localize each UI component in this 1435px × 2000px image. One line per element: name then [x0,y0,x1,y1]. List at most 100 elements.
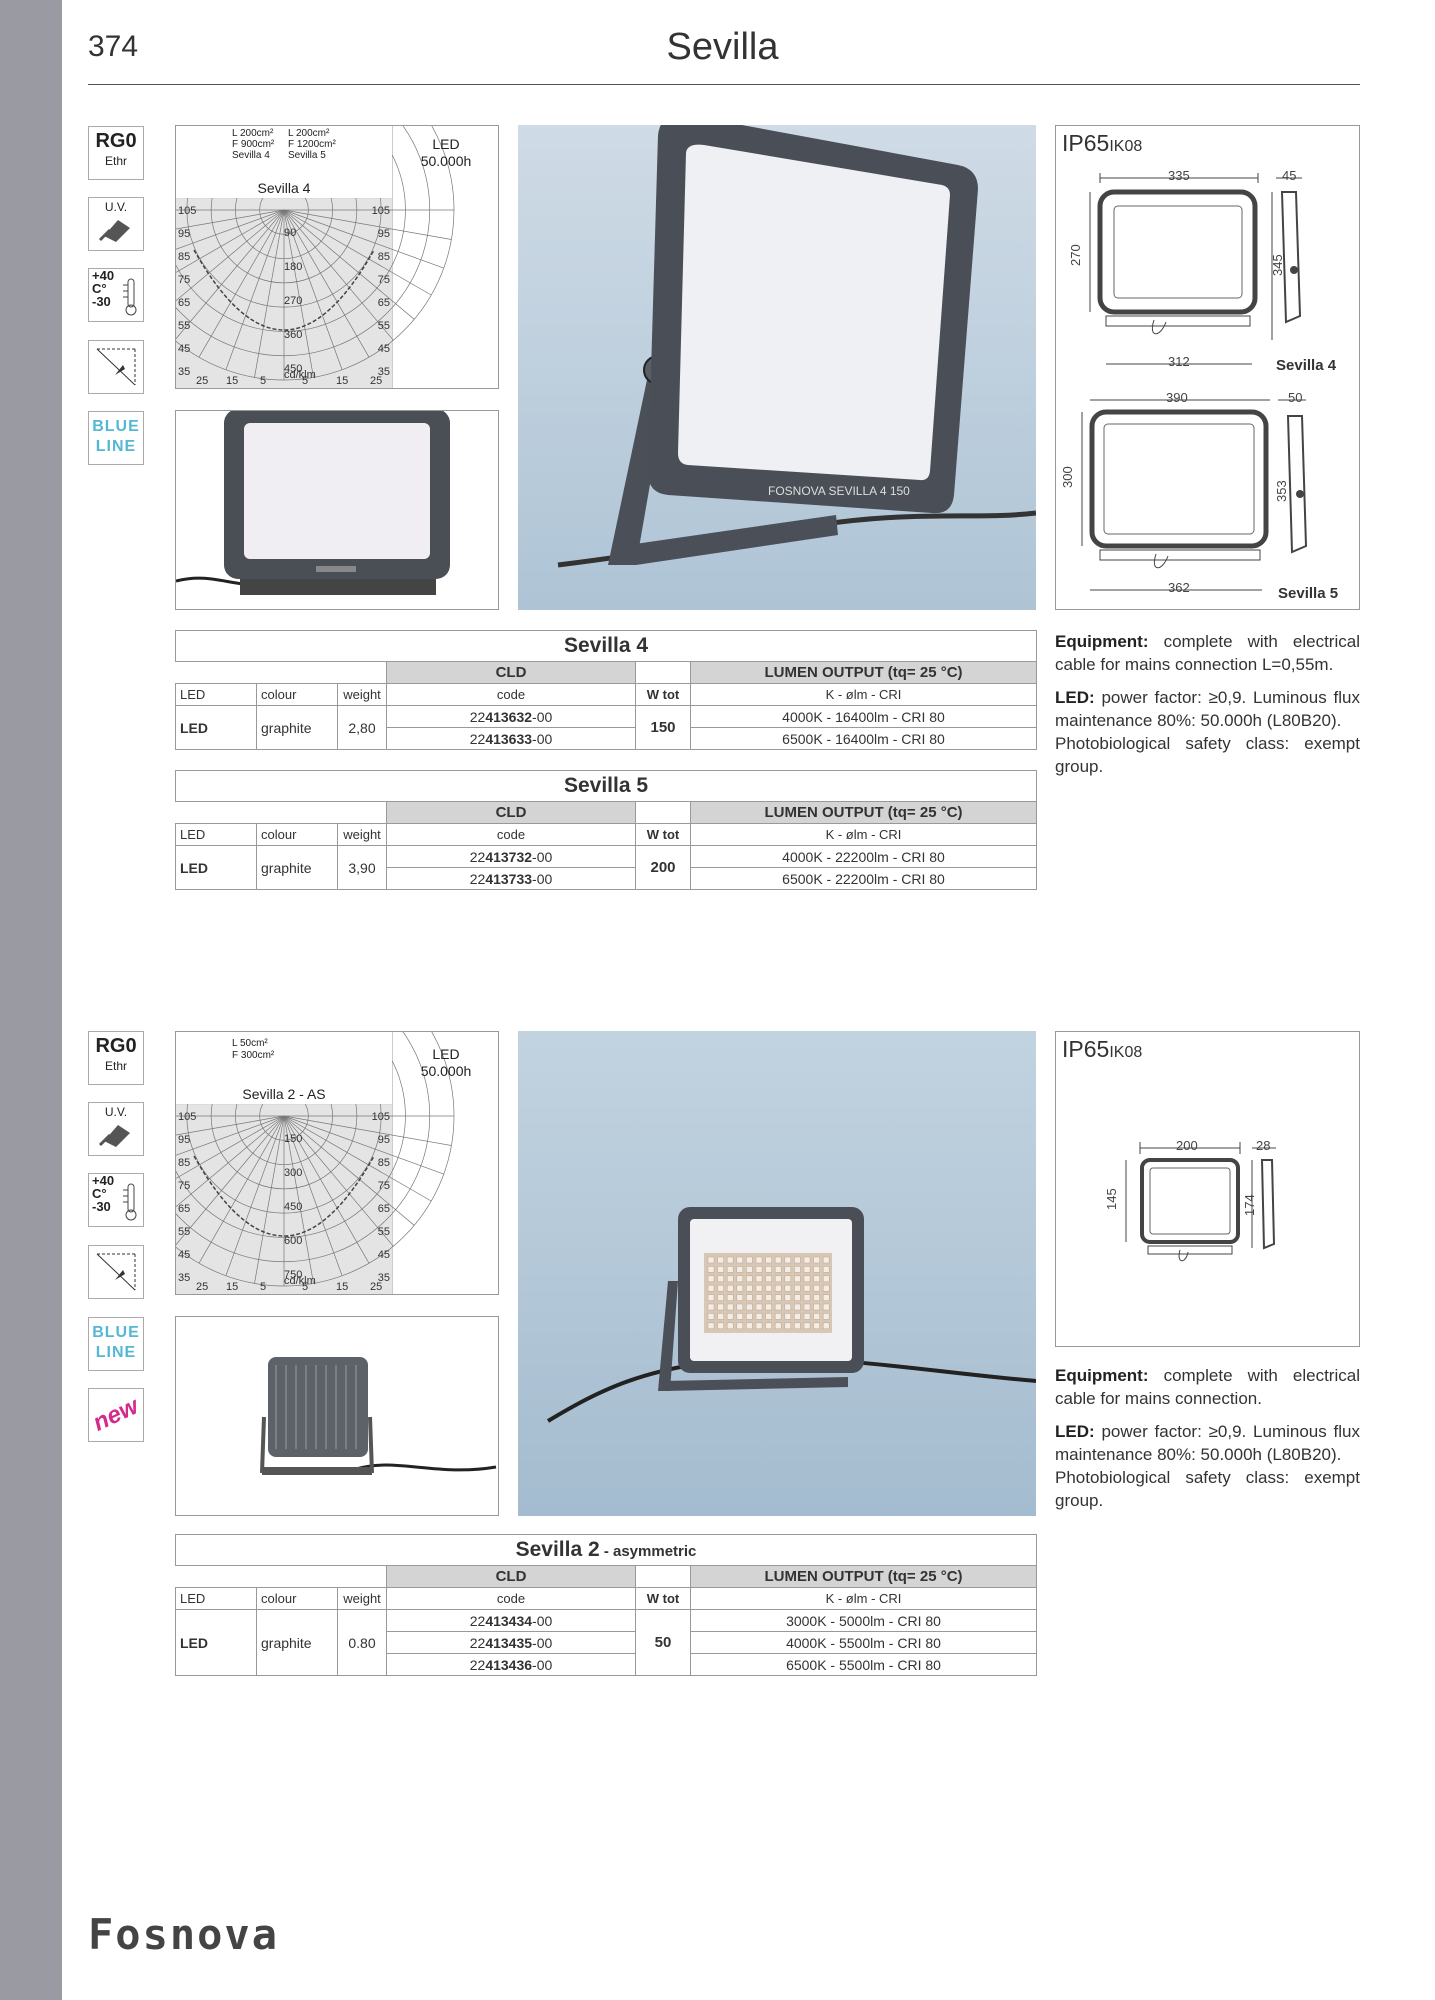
lumen-cell: 6500K - 22200lm - CRI 80 [690,867,1037,890]
dimension-drawing-1: 335 270 45 345 312 Sevilla 4 390 300 50 … [1060,168,1338,602]
header-rule [88,84,1360,85]
angle-label-right: 45 [378,1249,390,1261]
led-life: 50.000h [420,1063,472,1079]
dim-depth: 28 [1256,1138,1270,1153]
dim-base-b: 362 [1168,580,1190,595]
floodlight-front-image [176,411,450,595]
weight-cell: 3,90 [337,845,387,890]
diagram-title-1: Sevilla 4 [257,180,311,196]
angle-label-right: 35 [378,1272,390,1284]
intensity-label: 180 [284,261,302,273]
angle-label-left: 45 [178,343,190,355]
angle-label-bottom: 15 [226,375,238,387]
angle-label-right: 65 [378,1203,390,1215]
uv-icon: U.V. [88,1102,144,1156]
angle-label-left: 65 [178,297,190,309]
intensity-label: 360 [284,329,302,341]
angle-label-bottom: 25 [196,375,208,387]
angle-label-bottom: 5 [260,1281,266,1293]
floodlight-large-image: FOSNOVA SEVILLA 4 150 [557,125,1036,568]
blue-label: BLUE [92,418,140,435]
temp-max: +40 [92,1173,115,1188]
column-header: W tot [635,683,691,706]
uv-label: U.V. [104,200,128,214]
thermometer-icon [123,1183,137,1221]
led-label: LED: [1055,688,1095,707]
equipment-paragraph: Equipment: complete with electrical cabl… [1055,1364,1360,1410]
dim-height-b: 300 [1060,466,1075,488]
intensity-label: 750 [284,1269,302,1281]
temp-max: +40 [92,268,115,283]
group-header: CLD [386,661,636,684]
photobiological-text: Photobiological safety class: exempt gro… [1055,1468,1360,1510]
led-text: power factor: ≥0,9. Luminous flux mainte… [1055,1422,1360,1464]
angle-label-left: 105 [178,1111,196,1123]
spec-description-2: Equipment: complete with electrical cabl… [1055,1364,1360,1522]
angle-label-left: 95 [178,228,190,240]
rg-label: RG0 [95,130,137,152]
angle-label-left: 45 [178,1249,190,1261]
led-paragraph: LED: power factor: ≥0,9. Luminous flux m… [1055,686,1360,732]
dimensions-panel-1: IP65IK08 335 270 45 345 312 Sevilla 4 39… [1055,125,1360,610]
equipment-label: Equipment: [1055,632,1149,651]
led-label: LED [432,1046,460,1062]
page-number: 374 [88,30,139,63]
led-life-label-2: LED 50.000h [392,1046,500,1080]
angle-label-bottom: 15 [226,1281,238,1293]
uv-label: U.V. [104,1105,128,1119]
angle-label-bottom: 5 [302,375,308,387]
product-label: FOSNOVA SEVILLA 4 150 [768,484,910,498]
column-header: LED [175,823,257,846]
wattage-cell: 200 [635,845,691,890]
angle-label-bottom: 25 [370,1281,382,1293]
lumen-cell: 6500K - 5500lm - CRI 80 [690,1653,1037,1676]
code-cell: 22413732-00 [386,845,636,868]
thermometer-icon [123,278,137,316]
note-line: L 50cm² [232,1038,268,1049]
angle-label-bottom: 25 [370,375,382,387]
dim-width-a: 335 [1168,168,1190,183]
ip-main: IP65 [1062,130,1110,156]
installation-angle-icon [88,1245,144,1299]
angle-label-bottom: 5 [302,1281,308,1293]
angle-label-right: 75 [378,1180,390,1192]
colour-cell: graphite [256,1609,338,1676]
lamp-uv-icon [98,1125,130,1147]
column-header: W tot [635,1587,691,1610]
angle-label-bottom: 5 [260,375,266,387]
column-header: weight [337,683,387,706]
note-line: Sevilla 4 [232,150,270,161]
ip-rating-1: IP65IK08 [1062,130,1142,157]
table-row: 22413733-00 6500K - 22200lm - CRI 80 [176,867,1037,890]
lumen-cell: 4000K - 22200lm - CRI 80 [690,845,1037,868]
led-label: LED: [1055,1422,1095,1441]
page-title: Sevilla [666,26,779,68]
ik-rating: IK08 [1109,138,1143,155]
photometric-notes-2: L 50cm² F 300cm² [232,1038,274,1062]
equipment-label: Equipment: [1055,1366,1149,1385]
colour-cell: graphite [256,845,338,890]
angle-label-left: 35 [178,366,190,378]
led-label: LED [432,136,460,152]
angle-label-left: 105 [178,205,196,217]
led-text: power factor: ≥0,9. Luminous flux mainte… [1055,688,1360,730]
table-title: Sevilla 2 - asymmetric [175,1534,1037,1566]
angle-label-bottom: 15 [336,375,348,387]
temp-min: -30 [92,294,111,309]
lumen-header: LUMEN OUTPUT (tq= 25 °C) [690,801,1037,824]
lumen-header: LUMEN OUTPUT (tq= 25 °C) [690,1565,1037,1588]
note-line: F 900cm² [232,139,275,150]
dim-height: 145 [1104,1188,1119,1210]
angle-label-left: 85 [178,1157,190,1169]
temperature-range-icon: +40 C° -30 [88,268,144,322]
code-cell: 22413733-00 [386,867,636,890]
line-label: LINE [95,1344,137,1361]
dim-width: 200 [1176,1138,1198,1153]
